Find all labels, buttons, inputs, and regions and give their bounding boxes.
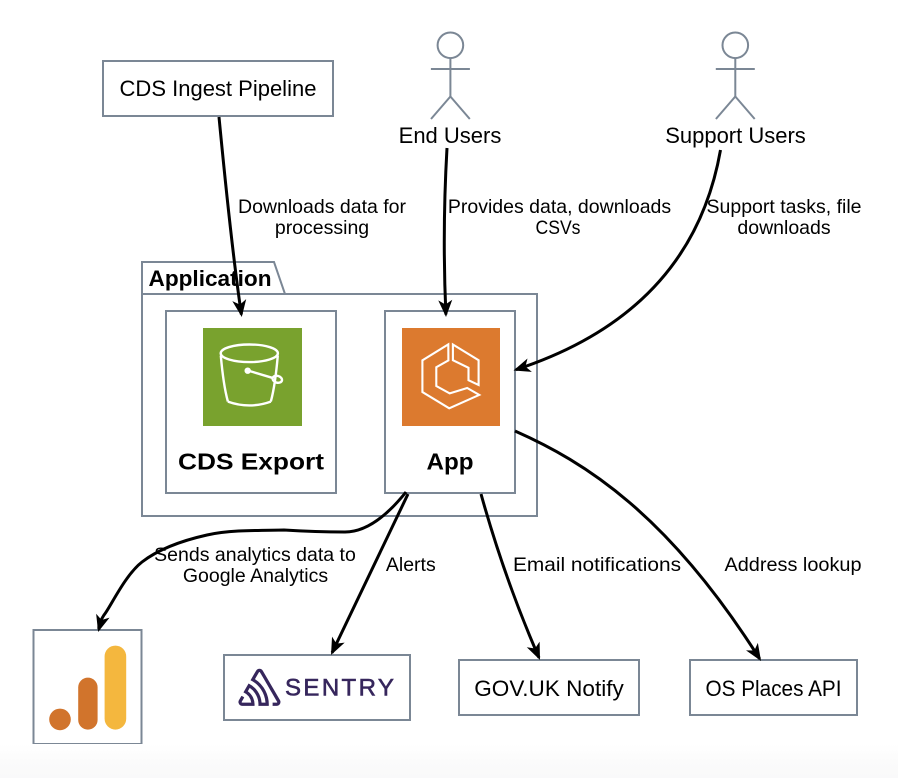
svg-text:Email notifications: Email notifications: [513, 554, 681, 576]
svg-text:Support tasks, file: Support tasks, file: [707, 196, 862, 218]
svg-text:CSVs: CSVs: [536, 217, 581, 239]
svg-text:Google Analytics: Google Analytics: [183, 565, 329, 587]
svg-text:CDS Export: CDS Export: [178, 449, 324, 475]
svg-text:SENTRY: SENTRY: [285, 675, 396, 702]
svg-text:Address lookup: Address lookup: [725, 554, 862, 576]
svg-text:End Users: End Users: [399, 123, 502, 148]
svg-text:Support Users: Support Users: [665, 123, 806, 148]
svg-text:downloads: downloads: [737, 217, 830, 239]
svg-text:Downloads data for: Downloads data for: [238, 196, 407, 218]
svg-text:Application: Application: [149, 266, 272, 291]
svg-text:Alerts: Alerts: [386, 554, 436, 576]
svg-text:OS Places API: OS Places API: [706, 676, 842, 701]
svg-text:Sends analytics data to: Sends analytics data to: [154, 544, 356, 566]
svg-text:App: App: [427, 449, 474, 475]
svg-text:processing: processing: [275, 217, 369, 239]
svg-text:Provides data, downloads: Provides data, downloads: [448, 196, 672, 218]
svg-text:GOV.UK Notify: GOV.UK Notify: [474, 676, 624, 701]
svg-text:CDS Ingest Pipeline: CDS Ingest Pipeline: [120, 76, 317, 101]
